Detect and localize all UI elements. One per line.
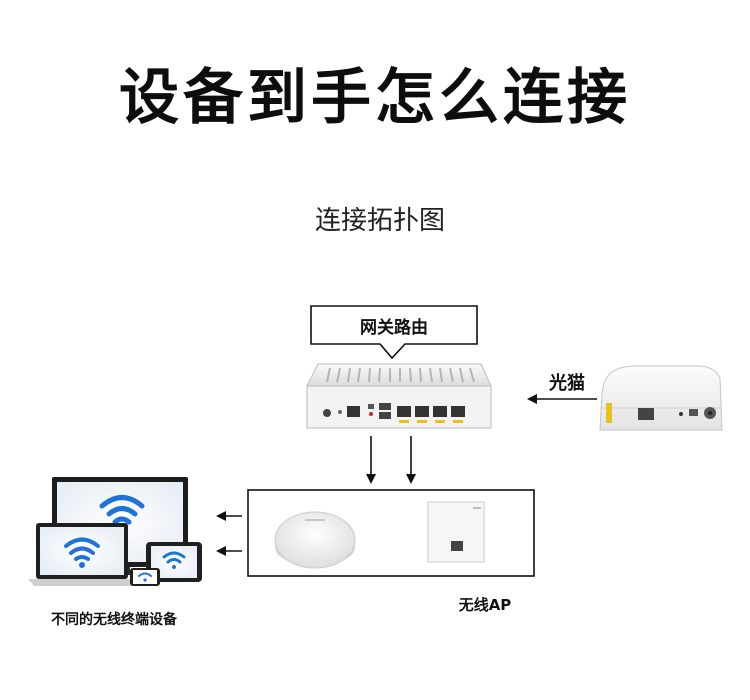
gateway-label: 网关路由: [360, 317, 428, 338]
arrow-down-icon: [366, 436, 376, 484]
gateway-callout: 网关路由: [310, 305, 478, 360]
arrow-left-icon: [216, 546, 242, 556]
wifi-icon: [138, 572, 152, 577]
wifi-icon: [99, 495, 145, 525]
wifi-icon: [64, 537, 100, 561]
panel-ap: [427, 501, 485, 563]
wifi-icon: [162, 551, 186, 564]
modem-label: 光猫: [548, 372, 585, 394]
ceiling-ap: [274, 511, 356, 569]
arrow-left-icon: [527, 394, 597, 404]
page-title: 设备到手怎么连接: [119, 63, 631, 133]
page-subtitle: 连接拓扑图: [314, 206, 445, 236]
modem-device: [599, 365, 723, 431]
terminals-label: 不同的无线终端设备: [51, 611, 178, 628]
ap-label: 无线AP: [458, 596, 512, 614]
arrow-down-icon: [406, 436, 416, 484]
arrow-left-icon: [216, 511, 242, 521]
terminal-devices: [28, 477, 202, 586]
gateway-router: [306, 363, 492, 429]
